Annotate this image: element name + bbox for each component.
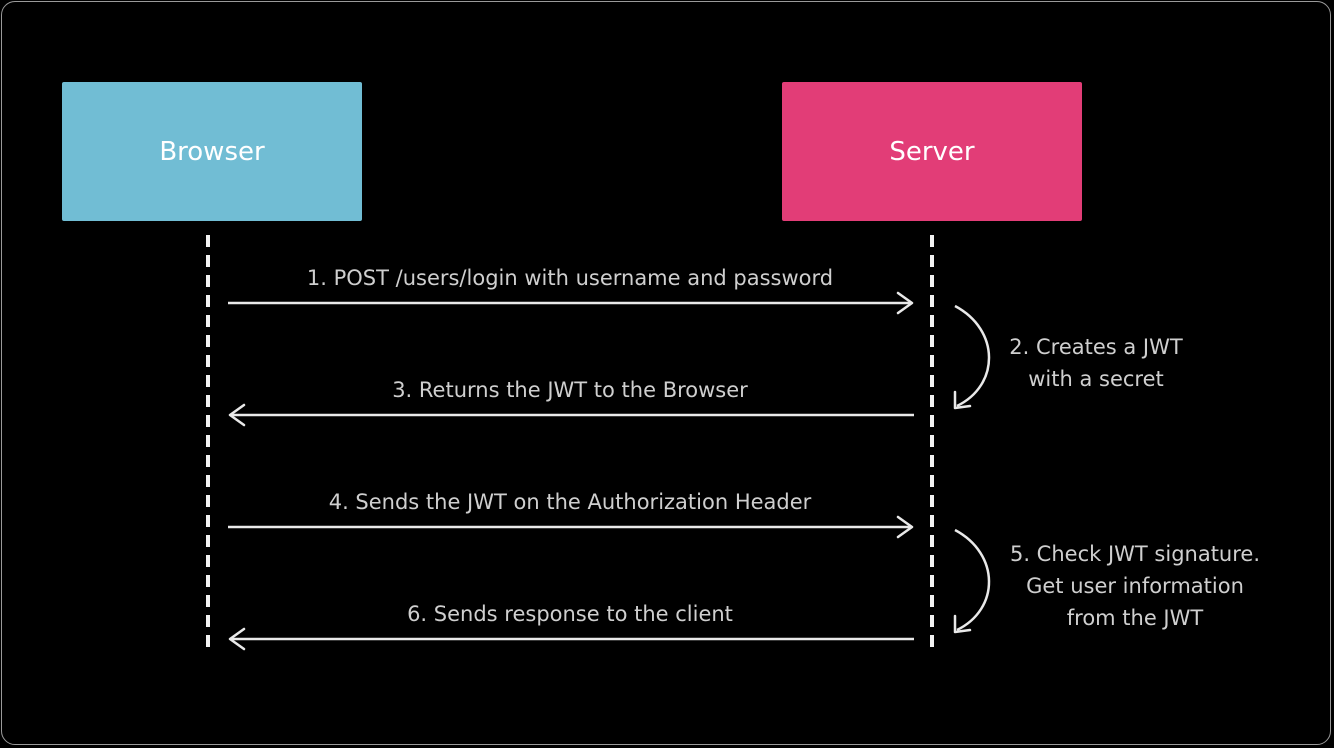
note-5-line-1: 5. Check JWT signature. (1010, 542, 1260, 566)
message-1-label: 1. POST /users/login with username and p… (307, 266, 833, 290)
note-5-curved-arrow (953, 528, 991, 634)
note-2-line-1: 2. Creates a JWT (1009, 335, 1183, 359)
message-1-arrow (228, 291, 914, 315)
note-2-curved-arrow (953, 304, 991, 410)
message-3-label: 3. Returns the JWT to the Browser (392, 378, 748, 402)
note-5-line-3: from the JWT (1067, 606, 1204, 630)
server-actor-label: Server (889, 136, 975, 167)
message-4-arrow (228, 515, 914, 539)
browser-actor-label: Browser (159, 136, 265, 167)
message-6-arrow (228, 627, 914, 651)
browser-actor-box: Browser (62, 82, 362, 221)
server-actor-box: Server (782, 82, 1082, 221)
message-4-label: 4. Sends the JWT on the Authorization He… (329, 490, 812, 514)
note-5-line-2: Get user information (1026, 574, 1244, 598)
message-3-arrow (228, 403, 914, 427)
message-6-label: 6. Sends response to the client (407, 602, 733, 626)
note-2-line-2: with a secret (1028, 367, 1164, 391)
